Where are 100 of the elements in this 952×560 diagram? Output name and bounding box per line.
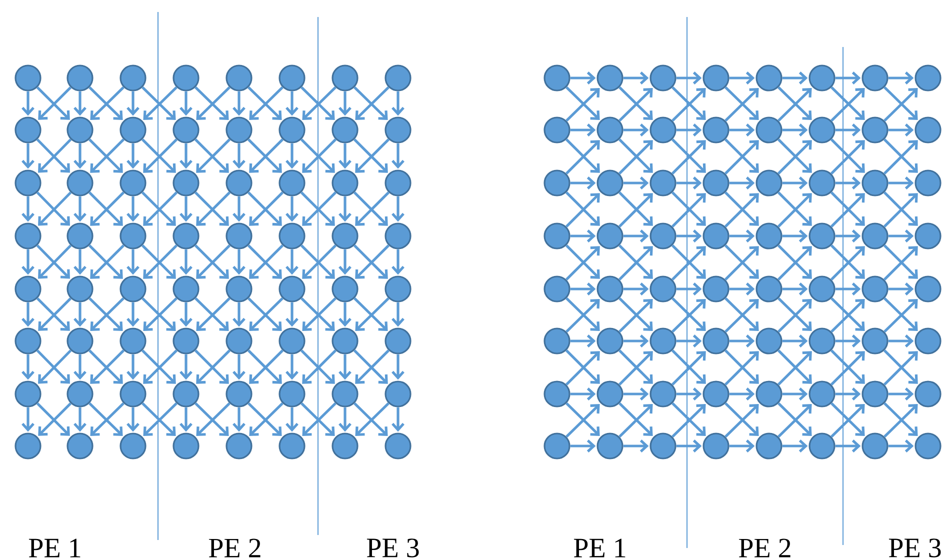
circle-node xyxy=(756,328,782,354)
circle-node xyxy=(14,328,42,354)
arrow xyxy=(782,334,808,348)
circle-node xyxy=(862,64,888,92)
arrow xyxy=(22,91,34,116)
arrow xyxy=(74,354,86,380)
arrow xyxy=(232,91,246,116)
circle-node xyxy=(650,276,676,302)
arrow xyxy=(180,354,192,380)
arrow xyxy=(180,196,192,222)
circle-node xyxy=(120,432,146,460)
arrow xyxy=(338,143,352,169)
circle-node xyxy=(384,328,412,354)
circle-node xyxy=(862,328,888,354)
circle-node xyxy=(808,222,836,250)
circle-node xyxy=(226,116,252,144)
arrow xyxy=(782,282,808,296)
arrow xyxy=(286,302,298,327)
arrow xyxy=(180,143,192,169)
arrow xyxy=(835,440,861,452)
arrow xyxy=(392,407,404,432)
circle-node xyxy=(332,380,358,408)
arrow xyxy=(126,91,140,116)
arrow xyxy=(22,196,34,222)
partition-label: PE 3 xyxy=(888,538,941,558)
circle-node xyxy=(278,222,306,250)
arrow xyxy=(888,440,914,452)
circle-node xyxy=(120,328,146,354)
arrow xyxy=(286,143,298,169)
circle-node xyxy=(172,116,200,144)
arrow xyxy=(888,124,914,136)
arrow xyxy=(338,407,352,432)
circle-node xyxy=(14,222,42,250)
circle-node xyxy=(544,116,570,144)
circle-node xyxy=(702,64,730,92)
circle-node xyxy=(384,116,412,144)
arrow xyxy=(392,91,404,116)
circle-node xyxy=(66,328,94,354)
partition-label: PE 2 xyxy=(208,538,260,558)
circle-node xyxy=(914,222,942,250)
circle-node xyxy=(914,64,942,92)
circle-node xyxy=(650,432,676,460)
arrow xyxy=(888,72,914,84)
arrow xyxy=(22,407,34,432)
circle-node xyxy=(862,276,888,302)
circle-node xyxy=(596,170,624,196)
arrow xyxy=(392,143,404,169)
arrow xyxy=(729,334,755,348)
arrow xyxy=(338,354,352,380)
arrow xyxy=(22,249,34,275)
circle-node xyxy=(172,222,200,250)
arrow xyxy=(835,230,861,242)
arrow xyxy=(392,354,404,380)
circle-node xyxy=(278,64,306,92)
arrow xyxy=(888,282,914,296)
circle-node xyxy=(332,222,358,250)
circle-node xyxy=(808,116,836,144)
arrow xyxy=(74,91,86,116)
arrow xyxy=(835,176,861,190)
circle-node xyxy=(226,170,252,196)
circle-node xyxy=(862,170,888,196)
circle-node xyxy=(66,170,94,196)
arrow xyxy=(74,196,86,222)
arrow xyxy=(888,176,914,190)
circle-node xyxy=(120,170,146,196)
circle-node xyxy=(66,64,94,92)
arrow xyxy=(180,302,192,327)
circle-node xyxy=(544,222,570,250)
arrow xyxy=(623,282,649,296)
circle-node xyxy=(332,116,358,144)
circle-node xyxy=(702,276,730,302)
arrow xyxy=(782,388,808,400)
arrow xyxy=(338,91,352,116)
circle-node xyxy=(650,64,676,92)
circle-node xyxy=(914,432,942,460)
circle-node xyxy=(756,116,782,144)
circle-node xyxy=(914,380,942,408)
circle-node xyxy=(14,116,42,144)
arrow xyxy=(676,176,702,190)
circle-node xyxy=(808,328,836,354)
circle-node xyxy=(808,64,836,92)
circle-node xyxy=(172,170,200,196)
arrow xyxy=(392,196,404,222)
circle-node xyxy=(384,380,412,408)
circle-node xyxy=(278,276,306,302)
circle-node xyxy=(596,276,624,302)
circle-node xyxy=(120,64,146,92)
circle-node xyxy=(808,432,836,460)
arrow xyxy=(126,302,140,327)
arrow xyxy=(338,196,352,222)
circle-node xyxy=(596,380,624,408)
arrow xyxy=(888,334,914,348)
arrow xyxy=(22,354,34,380)
arrow xyxy=(392,249,404,275)
circle-node xyxy=(278,380,306,408)
circle-node xyxy=(862,432,888,460)
arrow xyxy=(782,124,808,136)
circle-node xyxy=(914,328,942,354)
arrow xyxy=(338,249,352,275)
arrow xyxy=(729,282,755,296)
